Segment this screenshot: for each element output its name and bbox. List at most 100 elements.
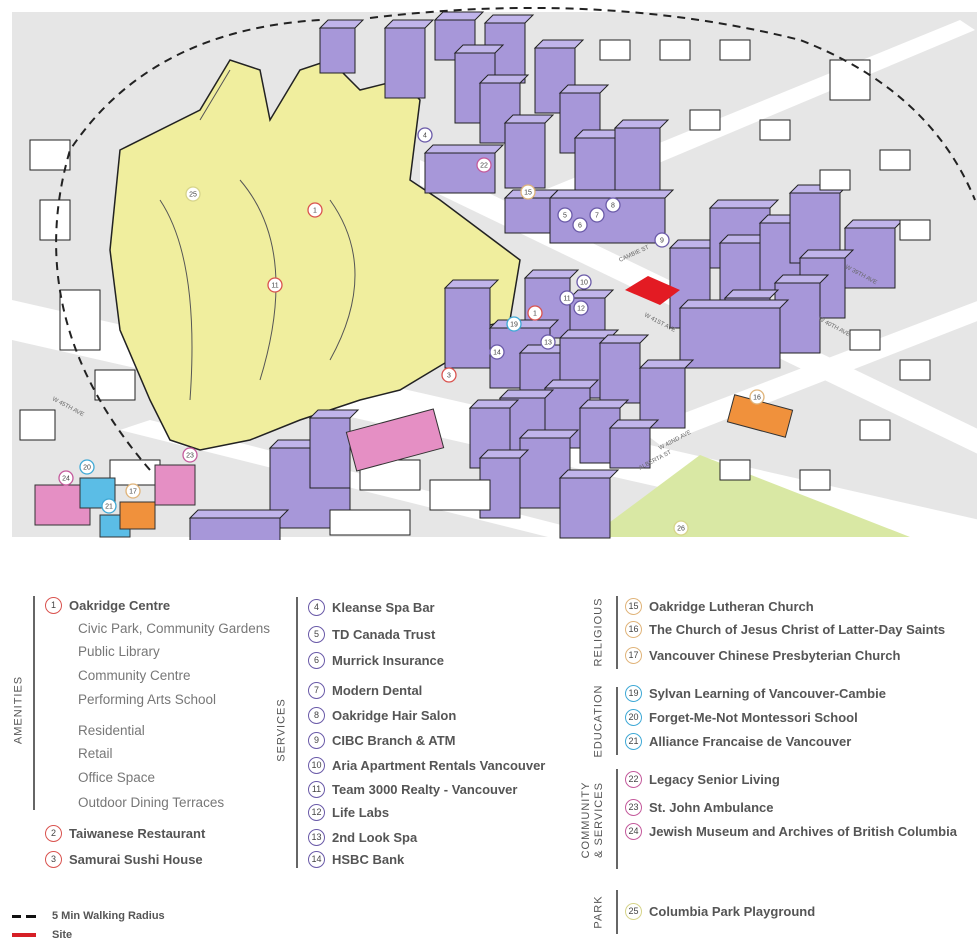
residential-towers [188, 11, 905, 540]
number-badge: 24 [625, 822, 642, 840]
map-marker: 5 [557, 207, 573, 223]
marker-number: 10 [580, 280, 588, 287]
sub-item: Performing Arts School [78, 692, 217, 707]
legend-label: Modern Dental [332, 682, 423, 698]
number-badge: 10 [308, 756, 325, 774]
legend-item: 11 Team 3000 Realty - Vancouver [308, 779, 517, 799]
legend-label: Samurai Sushi House [69, 851, 203, 867]
legend-label: Forget-Me-Not Montessori School [649, 709, 858, 725]
map-markers: 1131145678910111213141516171920212223242… [58, 127, 765, 536]
walking-radius-label: 5 Min Walking Radius [52, 910, 165, 922]
number-badge: 8 [308, 706, 325, 724]
legend-label: Team 3000 Realty - Vancouver [332, 781, 518, 797]
legend-item: 13 2nd Look Spa [308, 827, 417, 847]
map-marker: 24 [58, 470, 74, 486]
number-badge: 13 [308, 828, 325, 846]
park-divider [616, 890, 618, 934]
legend-label: Oakridge Centre [69, 597, 171, 613]
services-divider [296, 597, 298, 868]
purple-building [558, 469, 620, 539]
legend-item: 7 Modern Dental [308, 680, 422, 700]
legend-label: Columbia Park Playground [649, 903, 816, 919]
map-marker: 19 [506, 316, 522, 332]
number-badge: 19 [625, 684, 642, 702]
religious-divider [616, 596, 618, 669]
legend-label: Sylvan Learning of Vancouver-Cambie [649, 685, 886, 701]
community-divider [616, 769, 618, 869]
legend-label: St. John Ambulance [649, 799, 774, 815]
legend-item: 2 Taiwanese Restaurant [45, 823, 205, 843]
map-marker: 16 [749, 389, 765, 405]
number-badge: 12 [308, 803, 325, 821]
community-heading-line1: COMMUNITY [580, 781, 592, 859]
marker-number: 23 [186, 453, 194, 460]
legend-label: Taiwanese Restaurant [69, 825, 206, 841]
number-badge: 14 [308, 850, 325, 868]
marker-number: 12 [577, 306, 585, 313]
legend-item: 25 Columbia Park Playground [625, 901, 815, 921]
marker-number: 11 [271, 283, 278, 290]
map-marker: 9 [654, 232, 670, 248]
sub-item: Civic Park, Community Gardens [78, 621, 271, 636]
marker-number: 14 [493, 350, 501, 357]
number-badge: 22 [625, 770, 642, 788]
legend-label: TD Canada Trust [332, 626, 436, 642]
marker-number: 1 [313, 208, 317, 215]
purple-building [533, 39, 585, 114]
marker-number: 25 [189, 192, 197, 199]
marker-number: 5 [563, 213, 567, 220]
marker-number: 8 [611, 203, 615, 210]
marker-number: 19 [510, 322, 518, 329]
legend-label: Legacy Senior Living [649, 771, 780, 787]
legend-label: Alliance Francaise de Vancouver [649, 733, 852, 749]
legend-label: Aria Apartment Rentals Vancouver [332, 757, 546, 773]
park-heading: PARK [592, 895, 605, 929]
legend-item: 22 Legacy Senior Living [625, 769, 780, 789]
purple-building [608, 419, 660, 469]
site-key: Site [12, 929, 72, 941]
legend-label: Oakridge Lutheran Church [649, 598, 814, 614]
legend-item: 23 St. John Ambulance [625, 797, 773, 817]
marker-number: 24 [62, 476, 70, 483]
number-badge: 6 [308, 651, 325, 669]
legend-label: Vancouver Chinese Presbyterian Church [649, 647, 901, 663]
purple-building [843, 219, 905, 289]
map-marker: 23 [182, 447, 198, 463]
walking-radius-key: 5 Min Walking Radius [12, 910, 165, 922]
legend-item: 10 Aria Apartment Rentals Vancouver [308, 755, 545, 775]
number-badge: 25 [625, 902, 642, 920]
map-marker: 15 [520, 184, 536, 200]
number-badge: 11 [308, 780, 325, 798]
purple-building [383, 19, 435, 99]
number-badge: 7 [308, 681, 325, 699]
purple-building [678, 299, 790, 369]
neighbourhood-map: CAMBIE ST W 41ST AVE W 40TH AVE W 39TH A… [12, 6, 977, 540]
purple-building [598, 334, 650, 404]
legend-label: 2nd Look Spa [332, 829, 418, 845]
education-heading: EDUCATION [592, 684, 605, 758]
number-badge: 23 [625, 798, 642, 816]
map-marker: 8 [605, 197, 621, 213]
map-marker: 6 [572, 217, 588, 233]
map-marker: 21 [101, 498, 117, 514]
map-marker: 11 [559, 290, 575, 306]
number-badge: 15 [625, 597, 642, 615]
legend-label: CIBC Branch & ATM [332, 732, 456, 748]
community-heading: COMMUNITY& SERVICES [580, 782, 606, 859]
columbia-park [590, 455, 910, 537]
purple-building [188, 509, 290, 540]
mall-details [159, 69, 356, 401]
marker-number: 15 [524, 190, 532, 197]
map-marker: 10 [576, 274, 592, 290]
site-swatch [12, 933, 36, 937]
number-badge: 2 [45, 824, 62, 842]
dashed-line-swatch [12, 914, 36, 918]
map-marker: 1 [307, 202, 323, 218]
marker-number: 1 [533, 311, 537, 318]
